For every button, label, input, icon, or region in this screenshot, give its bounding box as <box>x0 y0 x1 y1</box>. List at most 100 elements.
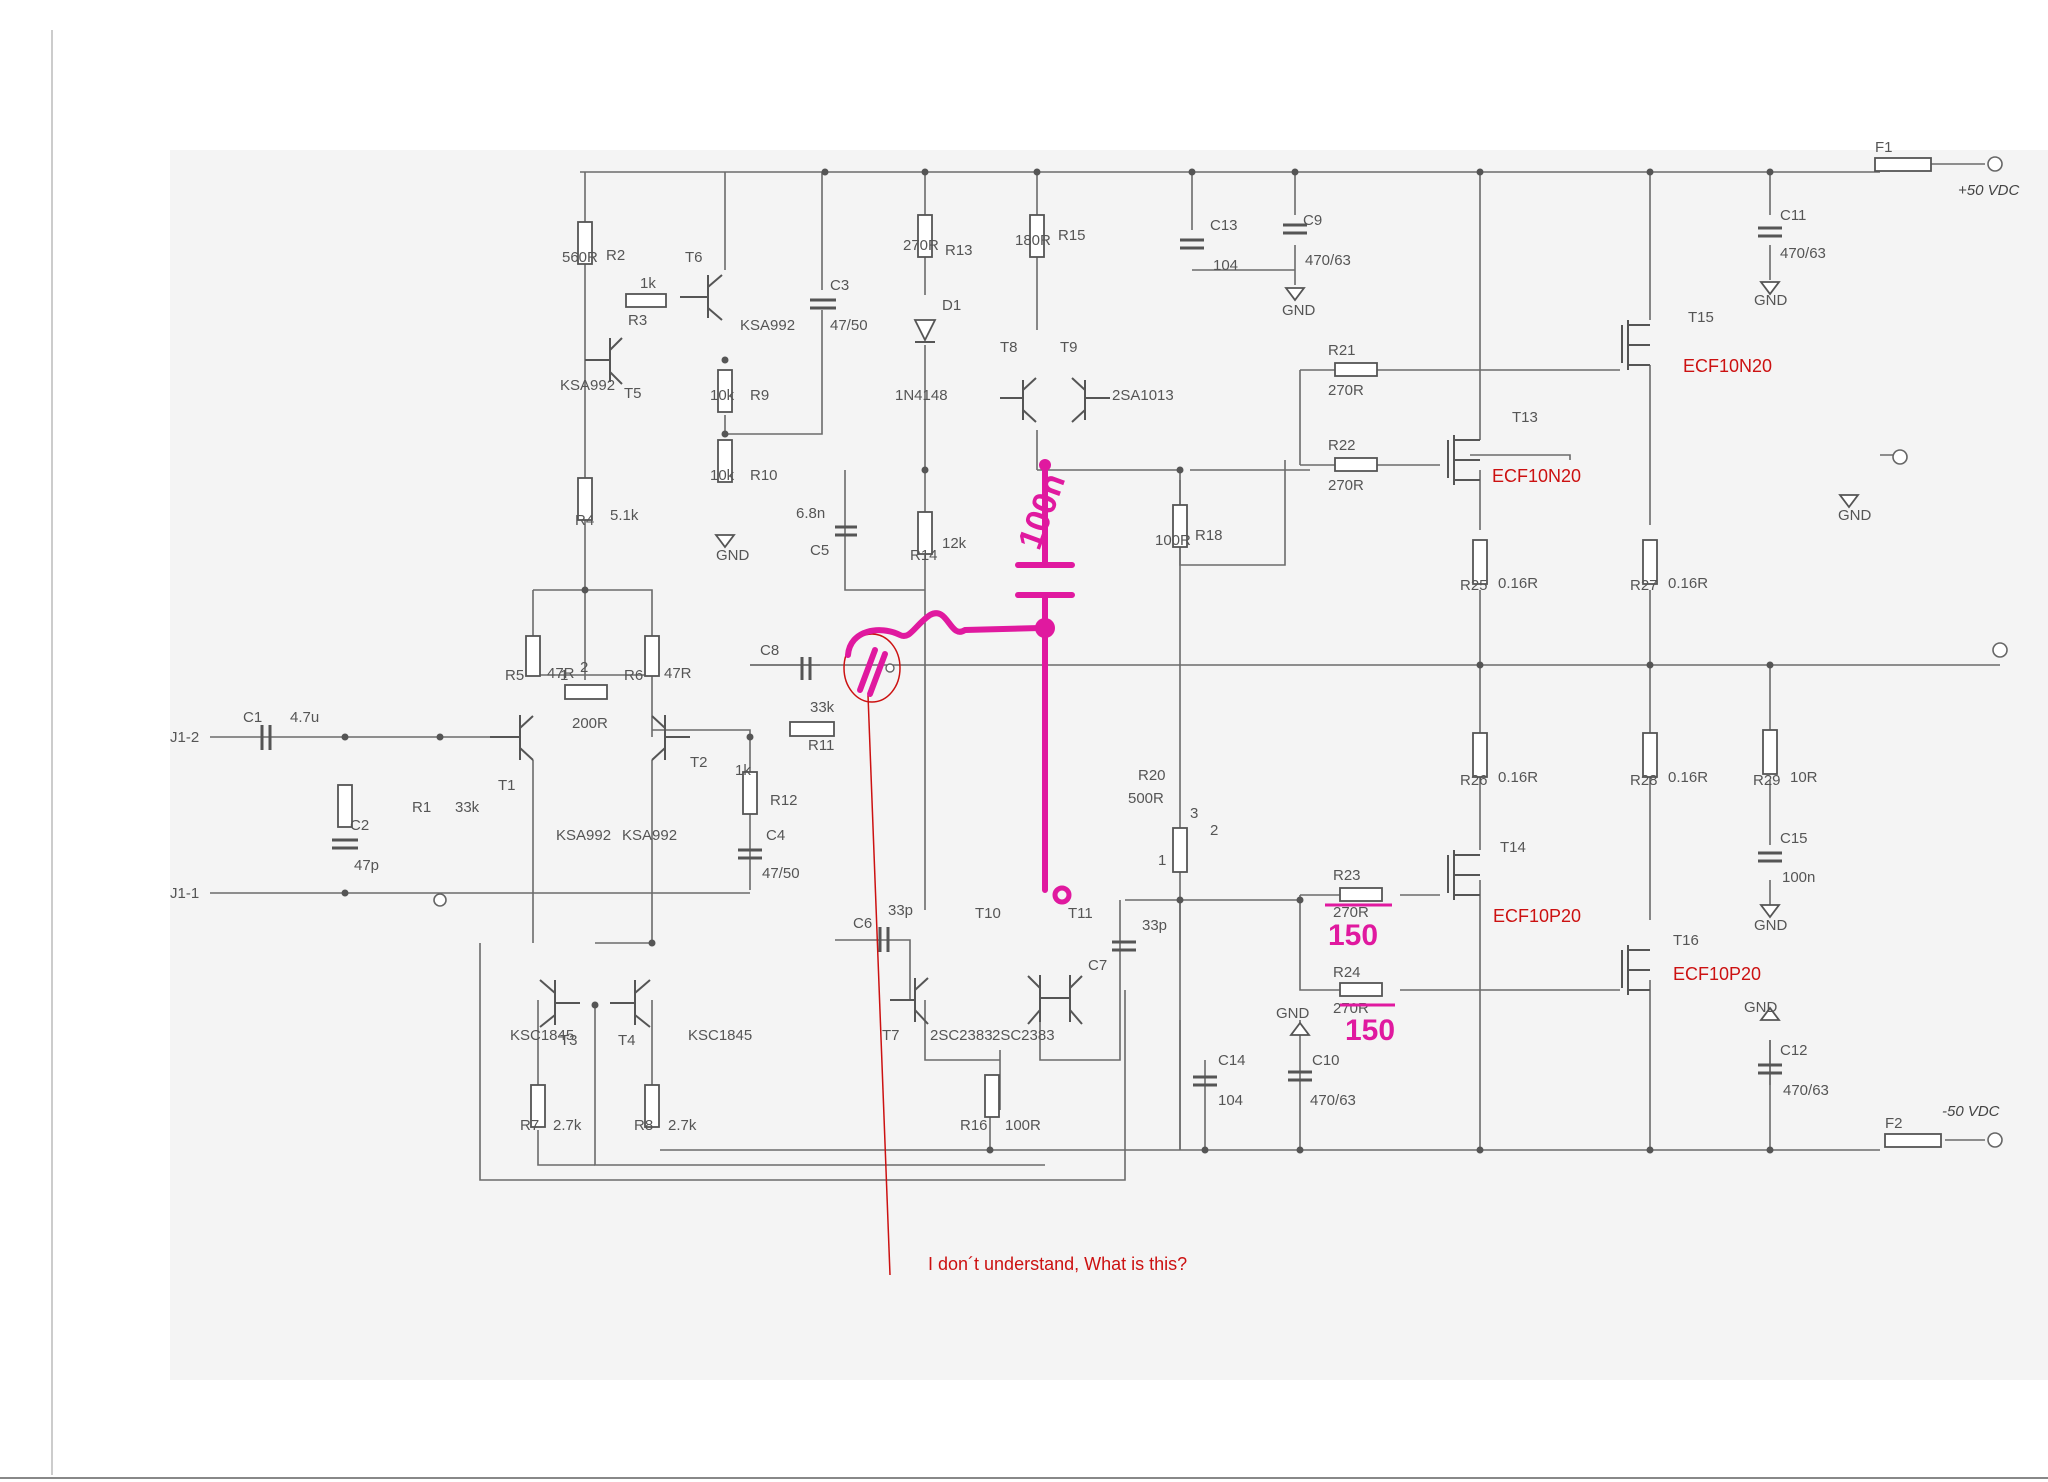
svg-text:1: 1 <box>560 667 568 684</box>
resistor-r10 <box>717 439 733 483</box>
pink-dot-bottom <box>1052 885 1072 905</box>
svg-text:R12: R12 <box>770 792 798 809</box>
svg-text:33k: 33k <box>455 799 480 816</box>
svg-text:R27: R27 <box>1630 577 1658 594</box>
svg-text:R18: R18 <box>1195 527 1223 544</box>
svg-text:T1: T1 <box>498 777 516 794</box>
svg-text:470/63: 470/63 <box>1780 245 1826 262</box>
mosfet-t13 <box>1447 435 1480 485</box>
ground-symbols <box>714 281 1860 1036</box>
resistor-r22 <box>1334 457 1378 472</box>
gnd-icon <box>1289 1021 1311 1036</box>
svg-text:T8: T8 <box>1000 339 1018 356</box>
neg-terminal <box>1987 1132 2003 1148</box>
pink-r23-value: 150 <box>1328 919 1378 952</box>
diode-d1 <box>913 319 937 343</box>
svg-text:5.1k: 5.1k <box>610 507 639 524</box>
svg-text:200R: 200R <box>572 715 608 732</box>
resistor-r13 <box>917 214 933 258</box>
svg-text:GND: GND <box>716 547 750 564</box>
svg-text:C11: C11 <box>1780 207 1806 224</box>
svg-text:R7: R7 <box>520 1117 539 1134</box>
svg-text:2.7k: 2.7k <box>668 1117 697 1134</box>
svg-text:KSC1845: KSC1845 <box>510 1027 574 1044</box>
svg-text:C9: C9 <box>1303 212 1322 229</box>
svg-text:0.16R: 0.16R <box>1498 575 1538 592</box>
capacitor-c2 <box>332 838 358 850</box>
svg-text:2: 2 <box>1210 822 1218 839</box>
resistor-r8 <box>644 1084 660 1128</box>
svg-text:2.7k: 2.7k <box>553 1117 582 1134</box>
svg-text:D1: D1 <box>942 297 961 314</box>
svg-text:3: 3 <box>1190 805 1198 822</box>
svg-text:470/63: 470/63 <box>1305 252 1351 269</box>
svg-text:470/63: 470/63 <box>1783 1082 1829 1099</box>
svg-text:47/50: 47/50 <box>762 865 800 882</box>
svg-text:R23: R23 <box>1333 867 1361 884</box>
svg-text:33k: 33k <box>810 699 835 716</box>
capacitors <box>260 223 1782 1087</box>
svg-text:KSA992: KSA992 <box>740 317 795 334</box>
question-circle <box>843 633 901 703</box>
gnd-icon <box>1759 904 1781 919</box>
svg-text:R24: R24 <box>1333 964 1361 981</box>
pos-terminal <box>1987 156 2003 172</box>
output-terminal <box>1992 642 2008 658</box>
pink-capacitor <box>1015 562 1075 598</box>
svg-text:6.8n: 6.8n <box>796 505 825 522</box>
svg-text:180R: 180R <box>1015 232 1051 249</box>
svg-text:C15: C15 <box>1780 830 1808 847</box>
transistor-t1 <box>490 715 534 761</box>
svg-text:1k: 1k <box>640 275 656 292</box>
pink-dot-top <box>1039 459 1051 471</box>
svg-text:T7: T7 <box>882 1027 900 1044</box>
capacitor-c11 <box>1758 226 1782 238</box>
svg-text:KSA992: KSA992 <box>622 827 677 844</box>
svg-text:47R: 47R <box>547 665 575 682</box>
mosfet-t15 <box>1621 320 1650 370</box>
terminals <box>433 156 2008 1148</box>
svg-text:2SC2383: 2SC2383 <box>992 1027 1055 1044</box>
svg-text:47/50: 47/50 <box>830 317 868 334</box>
t13-part-label: ECF10N20 <box>1492 466 1581 486</box>
svg-text:R1: R1 <box>412 799 431 816</box>
transistor-t5 <box>585 337 623 385</box>
mosfet-t16 <box>1621 945 1650 995</box>
svg-text:470/63: 470/63 <box>1310 1092 1356 1109</box>
svg-text:T13: T13 <box>1512 409 1538 426</box>
resistor-r21 <box>1334 362 1378 377</box>
svg-text:100R: 100R <box>1155 532 1191 549</box>
scan-shading <box>170 150 2048 1380</box>
svg-text:GND: GND <box>1276 1005 1310 1022</box>
svg-text:1k: 1k <box>735 762 751 779</box>
svg-text:270R: 270R <box>1333 904 1369 921</box>
input-j1-1: J1-1 <box>170 885 199 902</box>
capacitor-c12 <box>1758 1063 1782 1075</box>
gnd-icon <box>714 534 736 549</box>
svg-text:2: 2 <box>580 659 588 676</box>
resistor-r4 <box>577 477 593 521</box>
svg-text:T3: T3 <box>560 1032 578 1049</box>
transistor-t7 <box>890 977 929 1025</box>
svg-text:GND: GND <box>1754 292 1788 309</box>
svg-text:270R: 270R <box>1328 382 1364 399</box>
svg-text:47R: 47R <box>664 665 692 682</box>
svg-text:R14: R14 <box>910 547 938 564</box>
svg-text:GND: GND <box>1282 302 1316 319</box>
resistor-r25 <box>1472 539 1488 585</box>
svg-text:33p: 33p <box>1142 917 1167 934</box>
svg-text:0.16R: 0.16R <box>1498 769 1538 786</box>
capacitor-c13 <box>1180 238 1204 250</box>
resistor-r18 <box>1172 504 1188 548</box>
resistor-r26 <box>1472 732 1488 778</box>
resistor-r16 <box>984 1074 1000 1118</box>
wiring <box>210 163 2000 1181</box>
svg-text:T15: T15 <box>1688 309 1714 326</box>
svg-text:270R: 270R <box>1328 477 1364 494</box>
svg-text:C8: C8 <box>760 642 779 659</box>
svg-text:KSC1845: KSC1845 <box>688 1027 752 1044</box>
resistor-r27 <box>1642 539 1658 585</box>
svg-text:R11: R11 <box>808 737 834 754</box>
svg-text:R3: R3 <box>628 312 647 329</box>
svg-text:C12: C12 <box>1780 1042 1808 1059</box>
